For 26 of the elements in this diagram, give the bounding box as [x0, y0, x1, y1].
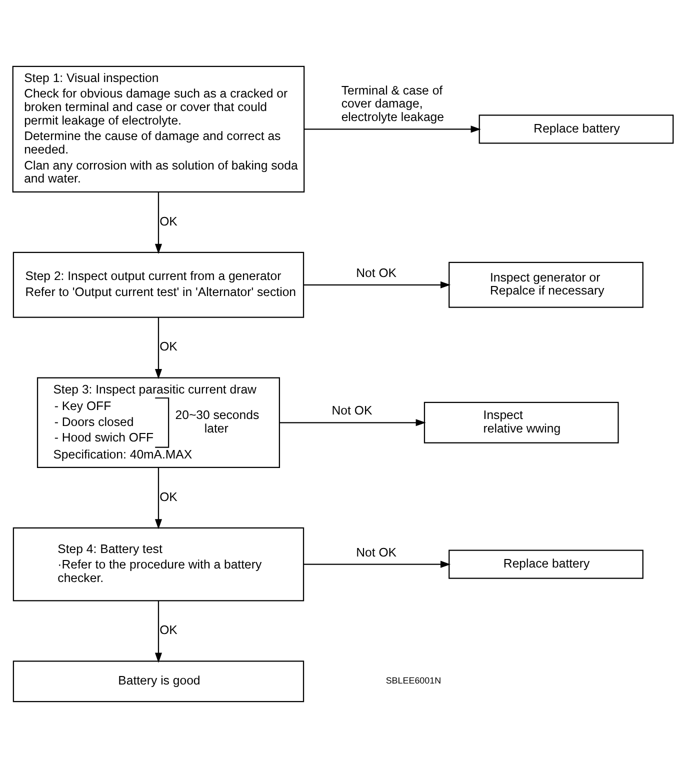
edge-label: OK [160, 214, 178, 228]
edge-label: Not OK [332, 403, 372, 418]
node-box: Replace battery [448, 549, 644, 578]
edge-label: Terminal & case of cover damage, electrolyte leakage [341, 82, 444, 124]
edge-label: OK [160, 489, 178, 504]
arrow [304, 560, 451, 568]
arrow [304, 125, 481, 132]
edge-label: OK [160, 622, 178, 637]
node-box: Step 1: Visual inspection Check for obvious damage such as a cracked or broken terminal and case or cover that could permit leakage of electrolyte. Determine the cause of damage and correct as needed. Clan any corrosion with as solution of baking soda and water. [12, 65, 305, 192]
arrow [154, 316, 162, 379]
arrow [280, 418, 426, 426]
node-box: Step 3: Inspect parasitic current draw - Key OFF - Doors closed - Hood swich OFF 20~30 seconds later Specification: 40mA.MAX [36, 376, 280, 468]
edge-label: Not OK [356, 265, 397, 280]
node-box: Step 4: Battery test ·Refer to the procedure with a battery checker. [12, 526, 304, 601]
arrow [154, 192, 162, 254]
node-box: Replace battery [478, 114, 674, 144]
edge-label: Not OK [356, 544, 397, 559]
arrow [154, 600, 162, 662]
node-box: Battery is good [12, 660, 304, 702]
node-box: Inspect relative wwing [424, 401, 619, 443]
arrow [154, 467, 162, 529]
arrow [304, 280, 451, 288]
node-box: Step 2: Inspect output current from a generator Refer to 'Output current test' in 'Alternator' section [12, 251, 304, 318]
label: SBLEE6001N [386, 674, 442, 685]
edge-label: OK [160, 339, 178, 354]
node-box: Inspect generator or Repalce if necessary [448, 261, 644, 308]
